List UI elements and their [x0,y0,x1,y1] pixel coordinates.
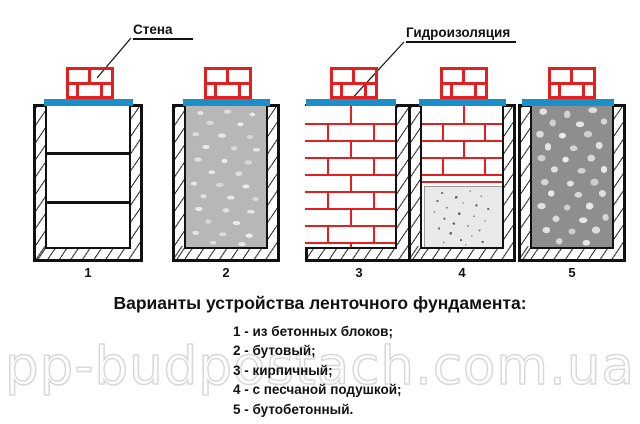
callout-wall-underline [133,38,193,40]
foundation-column-3 [305,104,413,262]
brick-sand-core-4 [420,104,504,249]
rubble-concrete-core-5 [530,104,614,249]
waterproofing-layer-3 [306,99,396,106]
wall-icon-1 [66,67,114,99]
waterproofing-layer-5 [522,99,614,106]
wall-icon-5 [548,67,596,99]
brick-core-3 [305,104,397,249]
rubble-stone-texture-2 [186,106,266,247]
column-number-4: 4 [458,265,466,280]
rubble-concrete-texture-5 [532,106,612,247]
callout-wall: Стена [133,22,193,40]
waterproofing-layer-2 [183,99,270,106]
soil-hatch-bottom-3 [308,246,410,259]
wall-icon-2 [204,67,252,99]
wall-icon-4 [440,67,488,99]
column-number-2: 2 [222,265,230,280]
brick-courses-4 [422,106,502,183]
callout-waterproofing-underline [406,41,516,43]
soil-hatch-bottom-2 [175,246,277,259]
legend-item: 1 - из бетонных блоков; [233,324,393,339]
sand-cushion-4 [424,186,502,247]
wall-icon-3 [330,67,378,99]
legend-item: 5 - бутобетонный. [233,401,354,417]
foundation-column-2 [172,104,280,262]
soil-hatch-bottom-4 [411,246,513,259]
page-title: Варианты устройства ленточного фундамент… [113,293,527,313]
block-joint-1b [47,201,129,204]
soil-hatch-right-3 [397,107,410,259]
foundation-column-5 [518,104,626,262]
waterproofing-layer-4 [419,99,506,106]
soil-hatch-bottom-1 [36,246,140,259]
waterproofing-layer-1 [44,99,133,106]
callout-waterproofing: Гидроизоляция [406,25,516,43]
block-joint-1a [47,152,129,155]
brick-courses-3 [305,106,395,247]
soil-hatch-bottom-5 [521,246,623,259]
foundation-column-1 [33,104,143,262]
column-number-5: 5 [568,265,576,280]
legend-item: 3 - кирпичный; [233,362,333,378]
legend-item: 2 - бутовый; [233,343,316,359]
block-core-1 [45,104,131,249]
column-number-1: 1 [84,265,92,280]
legend-item: 4 - с песчаной подушкой; [233,382,402,398]
callout-wall-label: Стена [133,22,173,37]
foundation-column-4 [408,104,516,262]
rubble-core-2 [184,104,268,249]
column-number-3: 3 [355,265,363,280]
legend: 1 - из бетонных блоков; 2 - бутовый; 3 -… [233,322,402,419]
callout-waterproofing-label: Гидроизоляция [406,25,511,40]
